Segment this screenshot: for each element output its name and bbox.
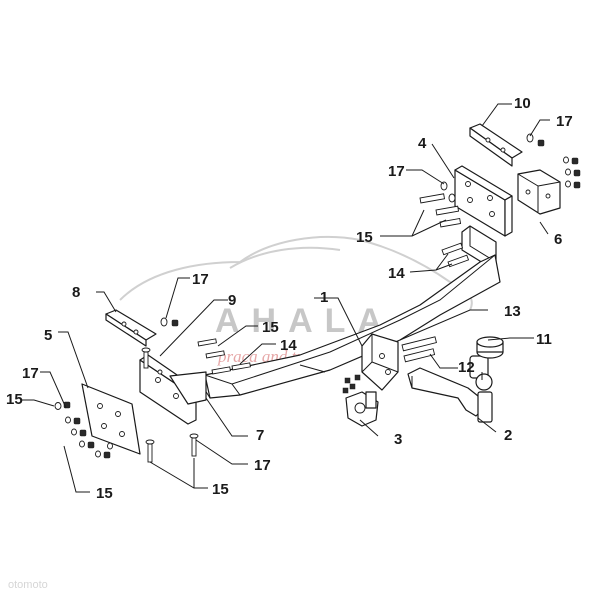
watermark-brand: AHALA bbox=[215, 302, 394, 340]
callout-6: 6 bbox=[554, 231, 562, 248]
bracket-part-6 bbox=[517, 169, 561, 215]
callout-15-upper-left: 15 bbox=[262, 319, 279, 336]
watermark: AHALA praca and travel otomoto bbox=[8, 235, 473, 591]
callout-17-right: 17 bbox=[388, 163, 405, 180]
bracket-part-4 bbox=[454, 165, 513, 237]
mount-part-13 bbox=[361, 333, 437, 391]
right-fasteners bbox=[419, 133, 581, 228]
callout-17-left: 17 bbox=[22, 365, 39, 382]
callout-3: 3 bbox=[394, 431, 402, 448]
callout-14-left: 14 bbox=[280, 337, 297, 354]
watermark-car-roof bbox=[229, 246, 341, 269]
plate-part-5 bbox=[81, 383, 141, 455]
callout-12: 12 bbox=[458, 359, 475, 376]
watermark-corner: otomoto bbox=[8, 579, 48, 591]
callout-15-bottom-left: 15 bbox=[96, 485, 113, 502]
callout-1: 1 bbox=[320, 289, 328, 306]
left-fasteners bbox=[54, 317, 251, 463]
callout-8: 8 bbox=[72, 284, 80, 301]
callout-9: 9 bbox=[228, 292, 236, 309]
callout-11: 11 bbox=[536, 331, 552, 348]
callout-15-right: 15 bbox=[356, 229, 373, 246]
callout-17-upper-left: 17 bbox=[192, 271, 209, 288]
callout-10: 10 bbox=[514, 95, 531, 112]
callout-15-left: 15 bbox=[6, 391, 23, 408]
callout-4: 4 bbox=[418, 135, 427, 152]
callout-17-bottom: 17 bbox=[254, 457, 271, 474]
callout-17-top-right: 17 bbox=[556, 113, 573, 130]
callout-14-right: 14 bbox=[388, 265, 405, 282]
bracket-part-14 bbox=[441, 225, 497, 268]
callout-labels: 1 2 3 4 5 6 7 8 9 10 11 12 13 14 14 15 1… bbox=[6, 95, 573, 502]
plate-part-8 bbox=[105, 309, 157, 347]
callout-15-bottom: 15 bbox=[212, 481, 229, 498]
leader-lines bbox=[22, 103, 550, 493]
callout-13: 13 bbox=[504, 303, 521, 320]
plate-part-10 bbox=[469, 123, 523, 167]
callout-5: 5 bbox=[44, 327, 52, 344]
ball-arm-part-2 bbox=[407, 355, 493, 423]
callout-2: 2 bbox=[504, 427, 512, 444]
ball-cap-part-11 bbox=[476, 336, 504, 359]
callout-7: 7 bbox=[256, 427, 264, 444]
bracket-part-7 bbox=[139, 354, 207, 425]
socket-plate-part-3 bbox=[342, 374, 379, 427]
